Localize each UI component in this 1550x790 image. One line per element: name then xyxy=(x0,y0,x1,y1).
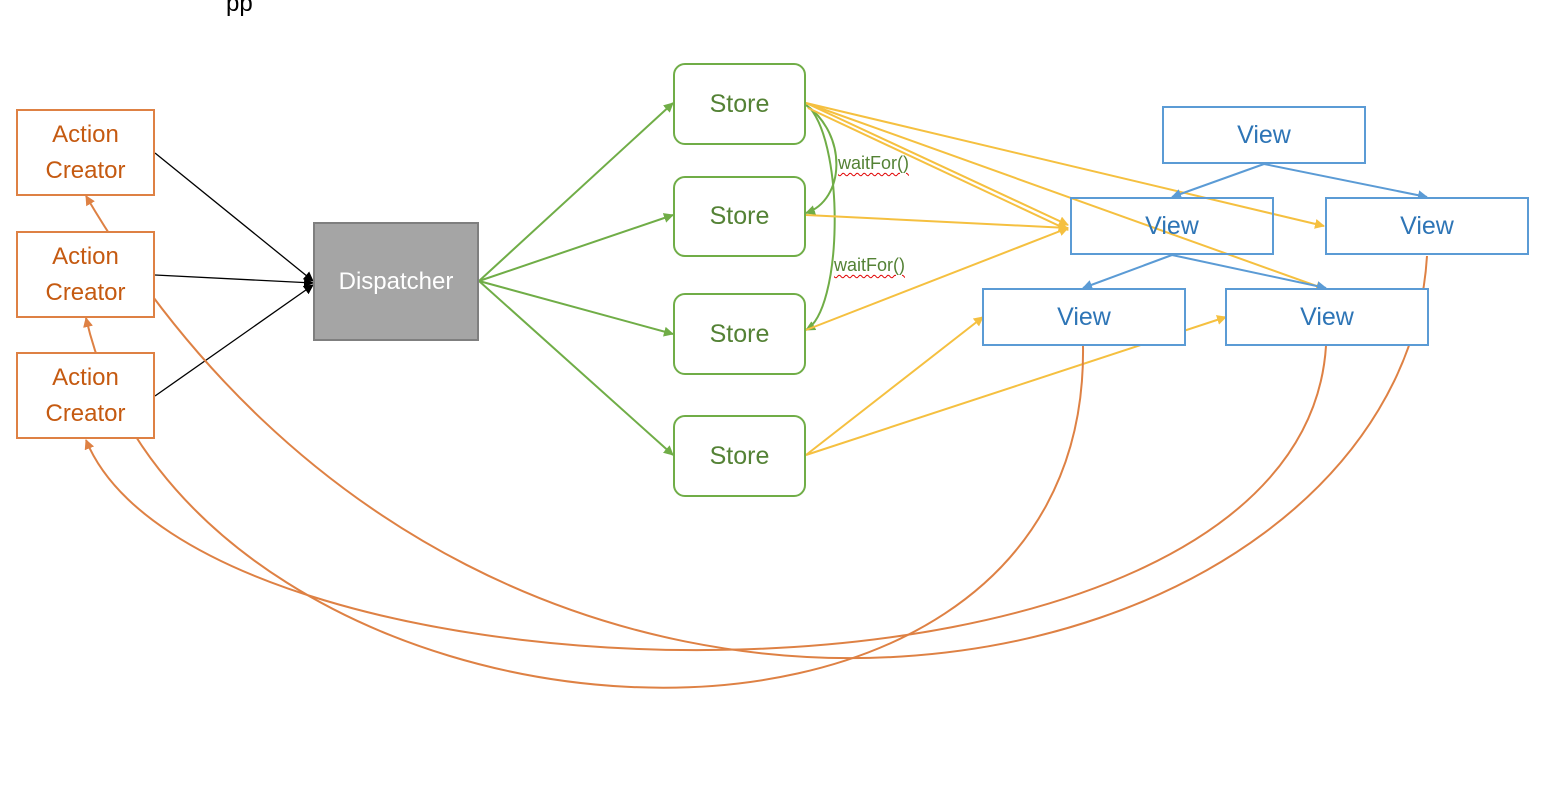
feedback-curve-3 xyxy=(85,195,1428,660)
action-creator-2-line2: Creator xyxy=(45,278,126,306)
action-creator-1: Action Creator xyxy=(16,109,155,196)
update-line-1 xyxy=(805,102,1069,226)
dispatch-line-2 xyxy=(154,274,314,288)
view-node-bottom-right: View xyxy=(1225,288,1429,346)
dispatch-store-line-3 xyxy=(478,280,674,337)
view-label-3: View xyxy=(1400,211,1454,240)
action-creator-2: Action Creator xyxy=(16,231,155,318)
waitfor-label-2: waitFor() xyxy=(834,255,905,275)
view-node-bottom-left: View xyxy=(982,288,1186,346)
store-label-2: Store xyxy=(709,202,770,230)
waitfor-label-1: waitFor() xyxy=(838,153,909,173)
dispatcher-node: Dispatcher xyxy=(313,222,479,341)
store-node-2: Store xyxy=(673,176,806,257)
update-line-2 xyxy=(805,102,1325,229)
dispatch-store-line-1 xyxy=(478,102,674,282)
feedback-curve-1 xyxy=(83,317,1085,689)
dispatch-line-3 xyxy=(154,284,314,397)
action-creator-3-line2: Creator xyxy=(45,399,126,427)
update-line-3 xyxy=(805,102,1326,291)
waitfor-curve-1 xyxy=(805,104,838,215)
dispatcher-label: Dispatcher xyxy=(338,267,454,295)
update-line-6 xyxy=(805,226,1069,331)
dispatch-line-1 xyxy=(154,152,314,282)
store-label-1: Store xyxy=(709,89,770,118)
dispatcher-to-store-lines xyxy=(478,102,674,456)
view-node-mid-right: View xyxy=(1325,197,1529,255)
store-node-4: Store xyxy=(673,415,806,497)
store-label-3: Store xyxy=(709,319,770,348)
store-to-view-lines xyxy=(805,102,1326,456)
header-fragment: pp xyxy=(226,0,253,17)
view-to-action-curves xyxy=(83,195,1428,689)
view-label-2: View xyxy=(1145,211,1199,240)
view-link-2 xyxy=(1263,163,1428,201)
store-node-1: Store xyxy=(673,63,806,145)
action-creator-3-line1: Action xyxy=(52,363,119,391)
view-link-1 xyxy=(1171,163,1265,199)
view-node-root: View xyxy=(1162,106,1366,164)
update-line-4 xyxy=(807,107,1069,231)
view-label-1: View xyxy=(1237,120,1291,149)
action-creator-3: Action Creator xyxy=(16,352,155,439)
action-creator-1-line2: Creator xyxy=(45,156,126,184)
waitfor-curves xyxy=(805,104,838,331)
action-to-dispatcher-lines xyxy=(154,152,314,397)
store-node-3: Store xyxy=(673,293,806,375)
update-line-7 xyxy=(805,316,984,456)
update-line-5 xyxy=(805,214,1069,233)
dispatch-store-line-4 xyxy=(478,280,674,456)
dispatch-store-line-2 xyxy=(478,213,674,282)
view-label-5: View xyxy=(1300,302,1354,331)
view-label-4: View xyxy=(1057,302,1111,331)
waitfor-curve-2 xyxy=(805,107,836,331)
action-creator-2-line1: Action xyxy=(52,242,119,270)
view-link-4 xyxy=(1171,254,1327,292)
store-label-4: Store xyxy=(709,441,770,470)
view-node-mid-left: View xyxy=(1070,197,1274,255)
feedback-curve-2 xyxy=(84,345,1327,651)
view-hierarchy-lines xyxy=(1082,163,1428,292)
action-creator-1-line1: Action xyxy=(52,120,119,148)
view-link-3 xyxy=(1082,254,1173,290)
